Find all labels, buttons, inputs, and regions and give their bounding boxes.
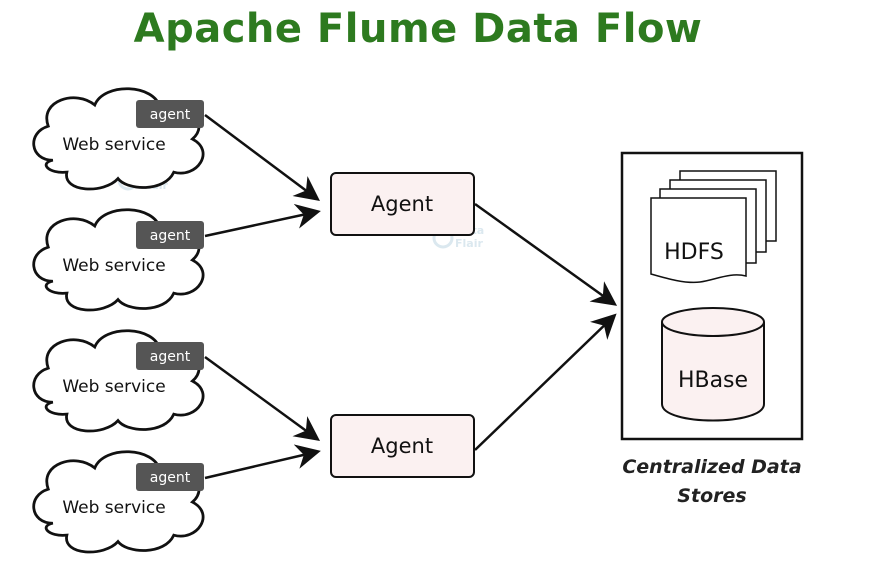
agent-label: Agent bbox=[371, 192, 433, 216]
agent-tag: agent bbox=[136, 463, 204, 491]
web-service-label: Web service bbox=[62, 377, 165, 397]
arrow-source4-agent2 bbox=[204, 444, 321, 480]
web-service-source: Web service agent bbox=[32, 208, 205, 312]
agent-tag: agent bbox=[136, 342, 204, 370]
hbase-label: HBase bbox=[678, 368, 748, 393]
arrow-source2-agent1 bbox=[204, 204, 321, 238]
agent-tag: agent bbox=[136, 221, 204, 249]
svg-text:Flair: Flair bbox=[455, 237, 483, 250]
arrow-agent1-stores bbox=[474, 202, 618, 306]
agent-tag: agent bbox=[136, 100, 204, 128]
svg-text:agent: agent bbox=[150, 470, 191, 486]
diagram-title: Apache Flume Data Flow bbox=[133, 6, 703, 52]
web-service-source: Web service agent bbox=[32, 329, 205, 433]
arrow-source1-agent1 bbox=[204, 113, 321, 201]
web-service-label: Web service bbox=[62, 135, 165, 155]
arrow-source3-agent2 bbox=[204, 355, 321, 441]
agent-box: Agent bbox=[330, 172, 475, 236]
connectors bbox=[204, 113, 618, 480]
svg-text:agent: agent bbox=[150, 349, 191, 365]
hdfs-document-stack: HDFS bbox=[650, 170, 777, 284]
web-service-label: Web service bbox=[62, 256, 165, 276]
data-stores-container: HDFS HBase bbox=[620, 151, 804, 441]
hbase-database: HBase bbox=[661, 307, 765, 422]
svg-text:agent: agent bbox=[150, 228, 191, 244]
svg-text:agent: agent bbox=[150, 107, 191, 123]
web-service-source: Web service agent bbox=[32, 450, 205, 554]
web-service-label: Web service bbox=[62, 498, 165, 518]
agent-box: Agent bbox=[330, 414, 475, 478]
stores-caption-line1: Centralized Data bbox=[622, 456, 801, 478]
web-service-source: Web service agent bbox=[32, 87, 205, 191]
arrow-agent2-stores bbox=[474, 313, 617, 451]
hdfs-label: HDFS bbox=[664, 240, 724, 265]
stores-caption-line2: Stores bbox=[677, 485, 746, 507]
agent-label: Agent bbox=[371, 434, 433, 458]
